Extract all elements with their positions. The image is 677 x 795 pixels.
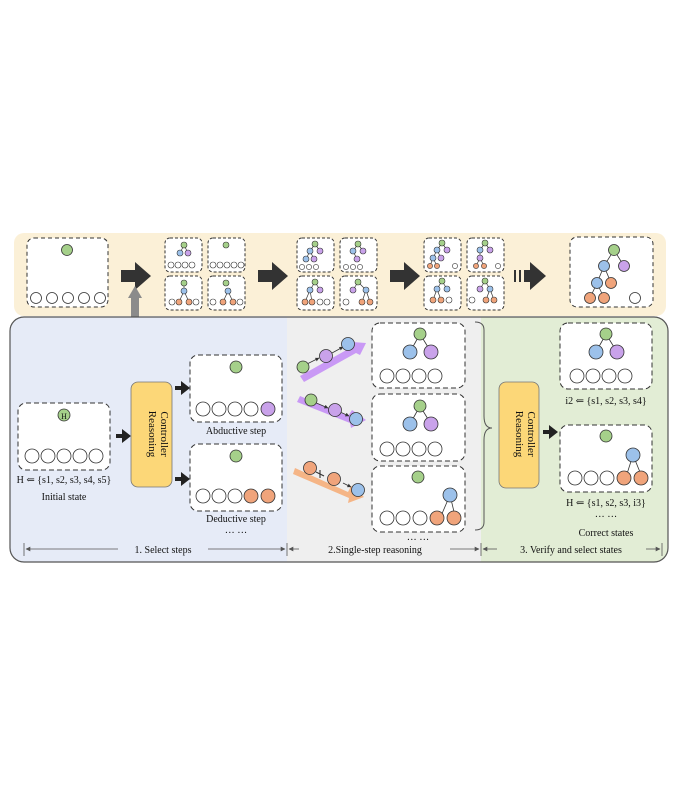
- right-arrow-icon: [116, 429, 131, 443]
- candidate-state-2: [371, 393, 466, 462]
- initial-state-caption: Initial state: [42, 492, 87, 503]
- phase-2-label: 2.Single-step reasoning: [328, 545, 422, 556]
- right-arrow-icon: [175, 472, 190, 486]
- candidate-1-premises: [379, 368, 443, 384]
- controller-label-1: Reasoning: [146, 411, 158, 458]
- ellipsis-left: ··· ···: [225, 528, 247, 539]
- h-node-label: H: [61, 412, 67, 421]
- stage-two-states: [296, 237, 378, 311]
- grouping-brace: [474, 321, 493, 531]
- candidate-2-premises: [379, 441, 443, 457]
- right-arrow-icon: [390, 262, 420, 290]
- top-final-state-box: [569, 236, 654, 308]
- triple-right-arrow-icon: [514, 262, 546, 290]
- candidate-3-premises: [379, 510, 462, 526]
- correct-2-premises: [567, 470, 649, 486]
- ellipsis-middle: ··· ···: [407, 535, 429, 546]
- phase-1-label: 1. Select steps: [135, 545, 192, 556]
- up-arrow-icon: [128, 286, 142, 320]
- top-premise-row: [30, 292, 106, 304]
- right-arrow-icon: [258, 262, 288, 290]
- purple-arrow-1: [300, 342, 366, 382]
- phase-ruler: [23, 543, 663, 556]
- initial-premise-row: [24, 448, 104, 464]
- formula-i2: i2 ⇐ {s1, s2, s3, s4}: [565, 396, 646, 407]
- initial-formula: H ⇐ {s1, s2, s3, s4, s5}: [17, 475, 112, 486]
- correct-states-caption: Correct states: [579, 528, 634, 539]
- ellipsis-right: ··· ···: [595, 512, 617, 523]
- reasoning-controller-verify: [498, 381, 540, 489]
- top-h-node: [61, 244, 73, 256]
- deductive-premise-row: [195, 488, 276, 504]
- candidate-state-1: [371, 322, 466, 389]
- controller-label-4: Controller: [525, 411, 537, 457]
- top-final-tree: [584, 244, 641, 304]
- abductive-step-label: Abductive step: [206, 426, 266, 437]
- initial-state-box: [17, 402, 111, 471]
- controller-label-2: Controller: [158, 411, 170, 457]
- right-arrow-icon: [543, 425, 558, 439]
- controller-label-3: Reasoning: [513, 411, 525, 458]
- abductive-mini-step-2: [304, 393, 363, 426]
- formula-i3: H ⇐ {s1, s2, s3, i3}: [566, 498, 646, 509]
- orange-arrow: [293, 468, 364, 503]
- deductive-step-label: Deductive step: [206, 514, 266, 525]
- initial-h-node: [57, 408, 71, 422]
- stage-three-states: [423, 237, 505, 311]
- right-arrow-icon: [121, 262, 151, 290]
- correct-1-premises: [569, 368, 633, 384]
- abductive-mini-step-1: [296, 337, 355, 374]
- top-initial-state-box: [26, 237, 109, 308]
- phase-3-label: 3. Verify and select states: [520, 545, 622, 556]
- right-arrow-icon: [175, 381, 190, 395]
- abductive-premise-row: [195, 401, 276, 417]
- stage-one-states: [164, 237, 246, 311]
- reasoning-controller-select: [130, 381, 173, 488]
- deductive-mini-step: [303, 461, 365, 497]
